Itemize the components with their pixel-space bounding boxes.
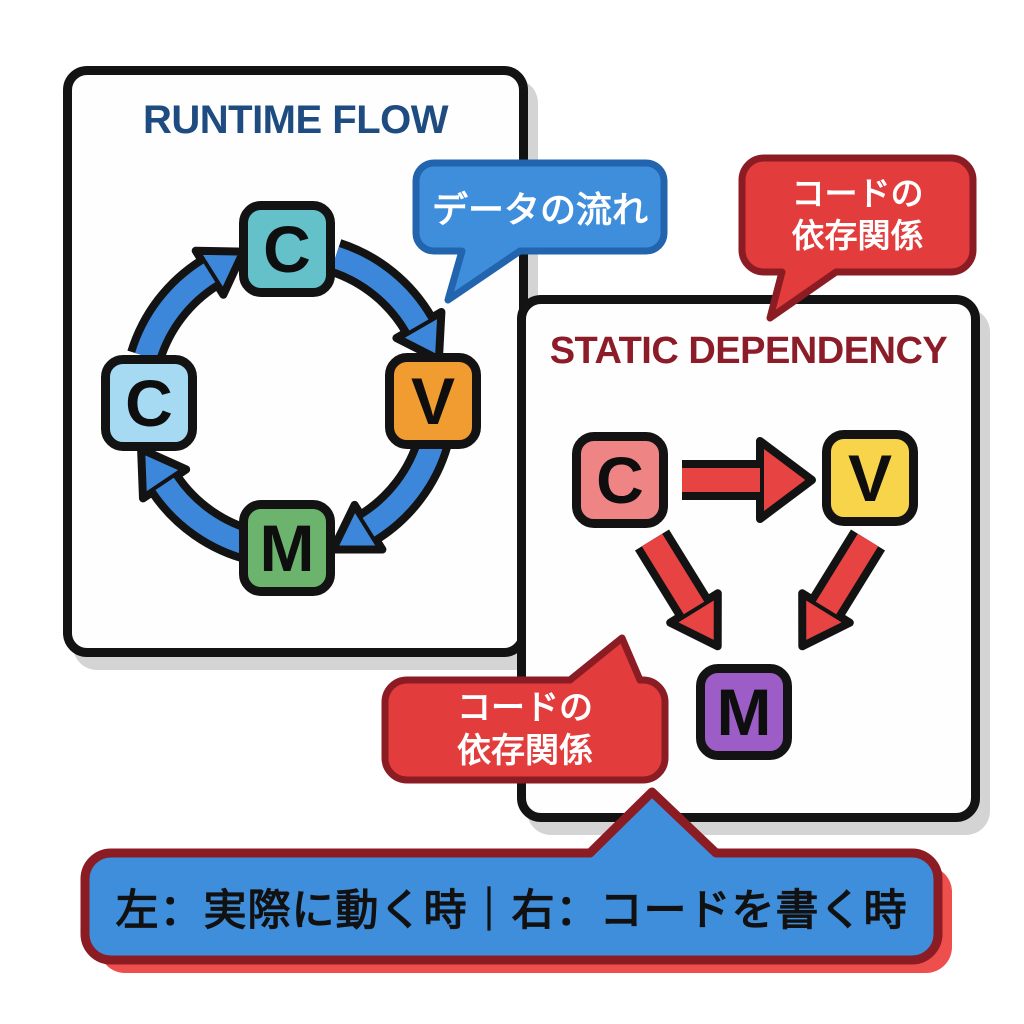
banner-shadow [99, 866, 952, 973]
code-dependency-top-line1: コードの [791, 175, 924, 212]
static-node-controller: C [572, 432, 668, 528]
static-dependency-title: STATIC DEPENDENCY [549, 330, 948, 372]
code-dependency-top-label: コードの 依存関係 [742, 158, 973, 272]
runtime-node-controller-left: C [101, 355, 197, 451]
legend-banner-label: 左：実際に動く時｜右：コードを書く時 [85, 853, 938, 960]
runtime-node-controller-top: C [239, 201, 335, 297]
static-node-view: V [822, 430, 918, 526]
static-node-model: M [696, 664, 792, 760]
code-dependency-top-line2: 依存関係 [791, 217, 924, 254]
runtime-node-view: V [385, 353, 481, 449]
legend-banner-text: 左：実際に動く時｜右：コードを書く時 [115, 886, 908, 935]
code-dependency-bubble-top [738, 154, 977, 322]
runtime-flow-title: RUNTIME FLOW [142, 98, 449, 142]
runtime-node-model: M [239, 500, 335, 596]
